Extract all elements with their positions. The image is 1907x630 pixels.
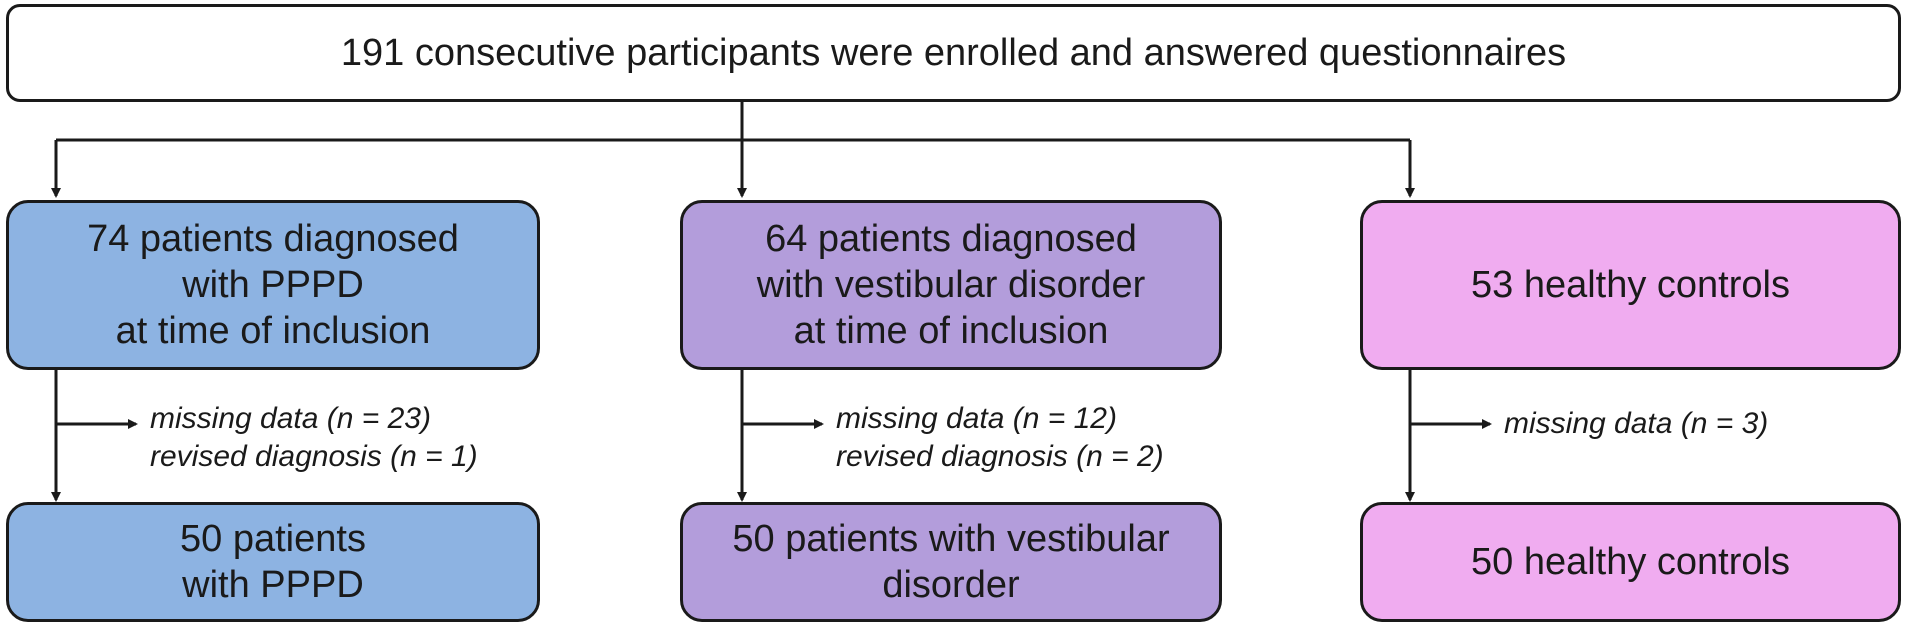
vestibular-initial-box: 64 patients diagnosed with vestibular di…	[680, 200, 1222, 370]
vestibular-exclusion-note: missing data (n = 12) revised diagnosis …	[836, 402, 1164, 473]
controls-exclusion-note: missing data (n = 3)	[1504, 407, 1769, 440]
controls-initial-box: 53 healthy controls	[1360, 200, 1901, 370]
controls-final-box: 50 healthy controls	[1360, 502, 1901, 622]
pppd-exclusion-note: missing data (n = 23) revised diagnosis …	[150, 402, 478, 473]
vestibular-final-box: 50 patients with vestibular disorder	[680, 502, 1222, 622]
pppd-initial-box: 74 patients diagnosed with PPPD at time …	[6, 200, 540, 370]
pppd-final-box: 50 patients with PPPD	[6, 502, 540, 622]
enrollment-box: 191 consecutive participants were enroll…	[6, 4, 1901, 102]
